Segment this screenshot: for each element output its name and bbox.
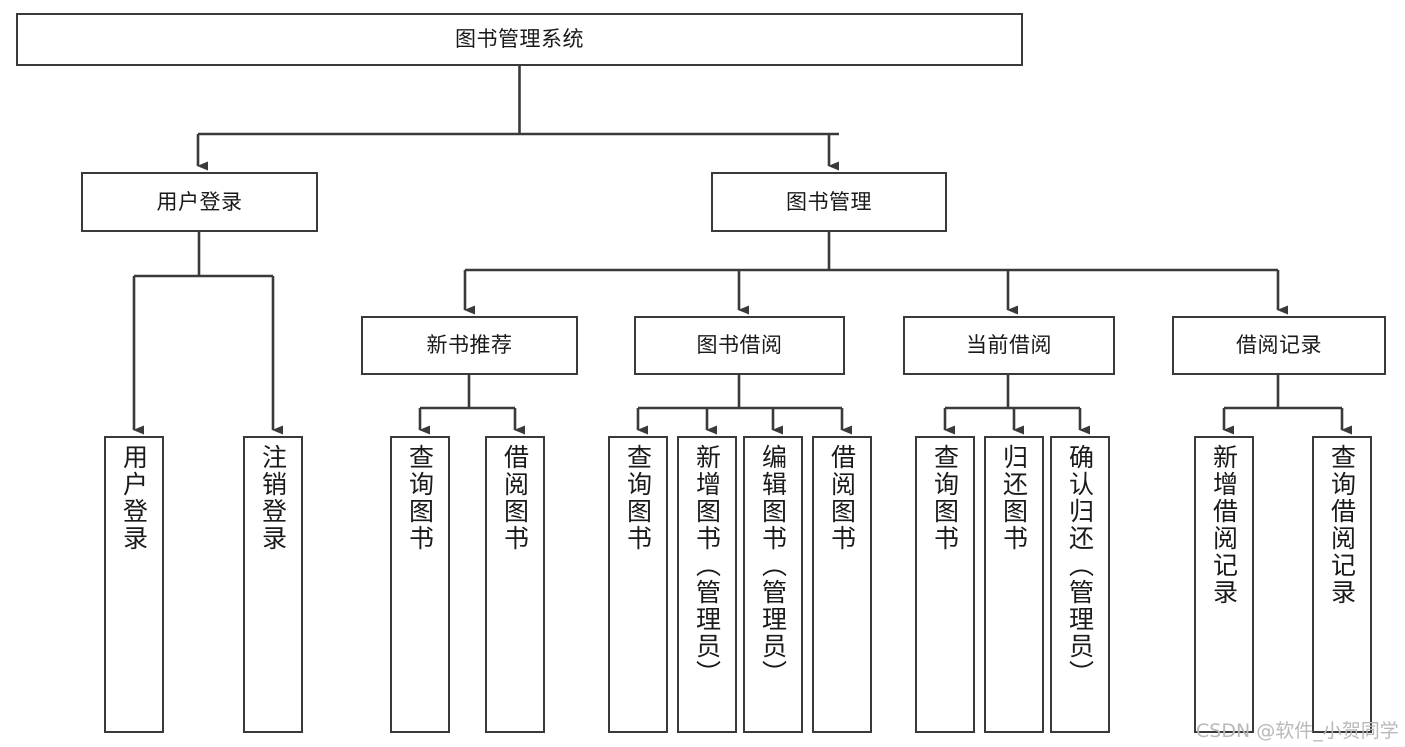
leaf-logout[interactable]: 注销登录 bbox=[243, 436, 303, 733]
leaf-user-login-label: 用户登录 bbox=[119, 444, 149, 552]
leaf-confirm-return-admin-label: 确认归还（管理员） bbox=[1065, 444, 1095, 687]
leaf-query-borrow-record-label: 查询借阅记录 bbox=[1327, 444, 1357, 606]
leaf-return-book-label: 归还图书 bbox=[999, 444, 1029, 552]
leaf-logout-label: 注销登录 bbox=[258, 444, 288, 552]
node-book-management[interactable]: 图书管理 bbox=[711, 172, 947, 232]
leaf-edit-book-admin[interactable]: 编辑图书（管理员） bbox=[743, 436, 803, 733]
leaf-query-book-borrow[interactable]: 查询图书 bbox=[608, 436, 668, 733]
leaf-borrow-book-label: 借阅图书 bbox=[827, 444, 857, 552]
leaf-query-book-borrow-label: 查询图书 bbox=[623, 444, 653, 552]
leaf-borrow-book-newbook-label: 借阅图书 bbox=[500, 444, 530, 552]
node-new-book-recommend-label: 新书推荐 bbox=[426, 333, 513, 358]
leaf-query-book-newbook[interactable]: 查询图书 bbox=[390, 436, 450, 733]
leaf-add-book-admin[interactable]: 新增图书（管理员） bbox=[677, 436, 737, 733]
node-current-borrow-label: 当前借阅 bbox=[966, 333, 1052, 358]
node-borrow-records-label: 借阅记录 bbox=[1236, 333, 1322, 358]
node-root[interactable]: 图书管理系统 bbox=[16, 13, 1023, 66]
leaf-return-book[interactable]: 归还图书 bbox=[984, 436, 1044, 733]
node-borrow-records[interactable]: 借阅记录 bbox=[1172, 316, 1386, 375]
leaf-edit-book-admin-label: 编辑图书（管理员） bbox=[758, 444, 788, 687]
leaf-confirm-return-admin[interactable]: 确认归还（管理员） bbox=[1050, 436, 1110, 733]
leaf-user-login[interactable]: 用户登录 bbox=[104, 436, 164, 733]
leaf-add-book-admin-label: 新增图书（管理员） bbox=[692, 444, 722, 687]
node-new-book-recommend[interactable]: 新书推荐 bbox=[361, 316, 578, 375]
node-user-login[interactable]: 用户登录 bbox=[81, 172, 318, 232]
node-book-borrow-label: 图书借阅 bbox=[696, 333, 783, 358]
leaf-query-book-current[interactable]: 查询图书 bbox=[915, 436, 975, 733]
leaf-borrow-book[interactable]: 借阅图书 bbox=[812, 436, 872, 733]
leaf-borrow-book-newbook[interactable]: 借阅图书 bbox=[485, 436, 545, 733]
leaf-query-book-current-label: 查询图书 bbox=[930, 444, 960, 552]
node-user-login-label: 用户登录 bbox=[156, 189, 243, 214]
csdn-watermark: CSDN @软件_小贺同学 bbox=[1196, 720, 1399, 742]
node-book-management-label: 图书管理 bbox=[786, 189, 872, 214]
node-book-borrow[interactable]: 图书借阅 bbox=[634, 316, 845, 375]
leaf-query-borrow-record[interactable]: 查询借阅记录 bbox=[1312, 436, 1372, 733]
leaf-add-borrow-record-label: 新增借阅记录 bbox=[1209, 444, 1239, 606]
leaf-query-book-newbook-label: 查询图书 bbox=[405, 444, 435, 552]
leaf-add-borrow-record[interactable]: 新增借阅记录 bbox=[1194, 436, 1254, 733]
node-root-label: 图书管理系统 bbox=[455, 27, 584, 52]
node-current-borrow[interactable]: 当前借阅 bbox=[903, 316, 1115, 375]
